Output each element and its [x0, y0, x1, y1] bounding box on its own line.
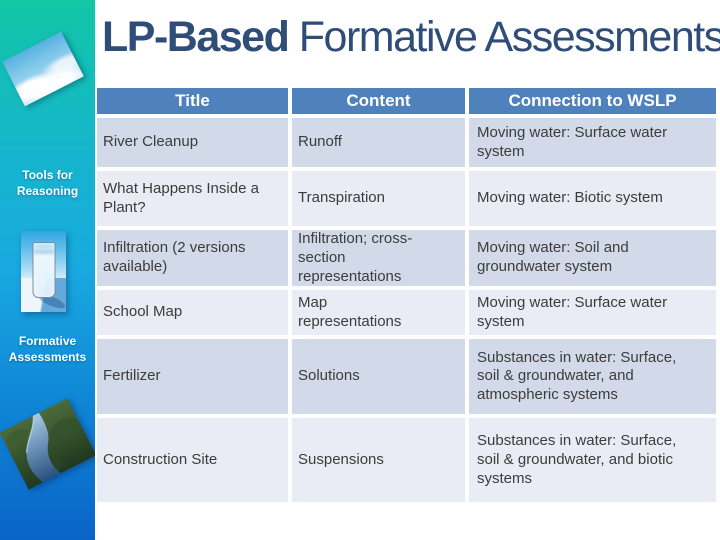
glass-photo-glass [32, 242, 55, 298]
cell-title: Infiltration (2 versions available) [95, 228, 290, 289]
cell-title: Fertilizer [95, 337, 290, 417]
page-title-rest: Formative Assessments [288, 13, 720, 61]
cell-title: River Cleanup [95, 116, 290, 169]
cell-connection: Substances in water: Surface, soil & gro… [467, 416, 718, 505]
table-row: Construction Site Suspensions Substances… [95, 416, 718, 505]
cell-title: School Map [95, 288, 290, 338]
sidebar-label-formative-assessments: Formative Assessments [8, 334, 87, 364]
sidebar: Tools for Reasoning Formative Assessment… [0, 0, 97, 540]
cell-title: Construction Site [95, 416, 290, 505]
cell-connection: Moving water: Soil and groundwater syste… [467, 228, 718, 289]
page-title: LP-Based Formative Assessments [102, 13, 720, 61]
cell-content: Infiltration; cross-section representati… [290, 228, 467, 289]
table-header-row: Title Content Connection to WSLP [95, 86, 718, 116]
sidebar-label-tools-for-reasoning: Tools for Reasoning [16, 168, 79, 198]
cell-content: Solutions [290, 337, 467, 417]
header-cell-connection: Connection to WSLP [467, 86, 718, 116]
river-aerial-photo [0, 398, 97, 490]
table-row: Fertilizer Solutions Substances in water… [95, 337, 718, 417]
table-row: River Cleanup Runoff Moving water: Surfa… [95, 116, 718, 169]
table-row: Infiltration (2 versions available) Infi… [95, 228, 718, 289]
cell-content: Runoff [290, 116, 467, 169]
table-row: School Map Map representations Moving wa… [95, 288, 718, 338]
page-title-emphasis: LP-Based [102, 13, 290, 61]
table-row: What Happens Inside a Plant? Transpirati… [95, 169, 718, 228]
cell-connection: Moving water: Surface water system [467, 288, 718, 338]
cell-title: What Happens Inside a Plant? [95, 169, 290, 228]
cell-content: Transpiration [290, 169, 467, 228]
river-aerial-photo-art [0, 398, 97, 490]
header-cell-title: Title [95, 86, 290, 116]
cell-connection: Moving water: Surface water system [467, 116, 718, 169]
cell-content: Map representations [290, 288, 467, 338]
water-glass-photo [21, 231, 67, 312]
header-cell-content: Content [290, 86, 467, 116]
cell-connection: Moving water: Biotic system [467, 169, 718, 228]
cell-connection: Substances in water: Surface, soil & gro… [467, 337, 718, 417]
assessments-table: Title Content Connection to WSLP River C… [95, 86, 718, 505]
clouds-photo [2, 31, 84, 107]
cell-content: Suspensions [290, 416, 467, 505]
